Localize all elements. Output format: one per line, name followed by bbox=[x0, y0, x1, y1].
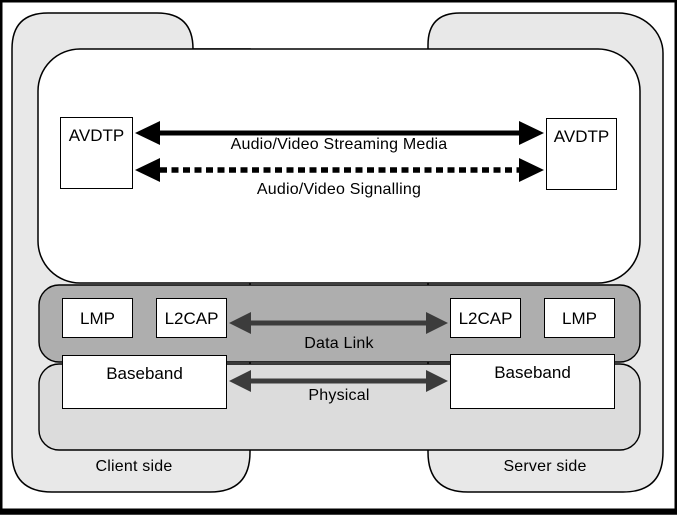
lmp-box-client: LMP bbox=[62, 298, 133, 338]
avdtp-box-server: AVDTP bbox=[546, 118, 617, 190]
baseband-box-client: Baseband bbox=[62, 355, 227, 409]
avdtp-box-client: AVDTP bbox=[60, 117, 133, 189]
client-side-label: Client side bbox=[95, 458, 173, 475]
l2cap-server-label: L2CAP bbox=[458, 308, 513, 328]
l2cap-client-label: L2CAP bbox=[164, 308, 219, 328]
data-link-arrow bbox=[229, 312, 448, 334]
server-side-label: Server side bbox=[503, 458, 587, 475]
physical-arrow-head-left bbox=[229, 370, 251, 392]
l2cap-box-server: L2CAP bbox=[450, 298, 521, 338]
physical-arrow bbox=[229, 370, 448, 392]
data-link-label: Data Link bbox=[304, 335, 374, 352]
lmp-client-label: LMP bbox=[80, 308, 115, 328]
l2cap-box-client: L2CAP bbox=[156, 298, 227, 338]
baseband-server-label: Baseband bbox=[494, 363, 571, 382]
signalling-link-label: Audio/Video Signalling bbox=[256, 181, 422, 198]
physical-arrow-head-right bbox=[426, 370, 448, 392]
avdtp-client-label: AVDTP bbox=[68, 126, 125, 145]
lmp-server-label: LMP bbox=[562, 308, 597, 328]
streaming-arrow-head-left bbox=[135, 121, 160, 145]
streaming-arrow-head-right bbox=[519, 121, 544, 145]
avdtp-server-label: AVDTP bbox=[553, 127, 610, 146]
data-link-arrow-head-left bbox=[229, 312, 251, 334]
signalling-arrow bbox=[135, 158, 544, 182]
streaming-link-label: Audio/Video Streaming Media bbox=[230, 136, 448, 153]
streaming-arrow bbox=[135, 121, 544, 145]
data-link-arrow-head-right bbox=[426, 312, 448, 334]
lmp-box-server: LMP bbox=[544, 298, 615, 338]
baseband-client-label: Baseband bbox=[106, 364, 183, 383]
signalling-arrow-head-left bbox=[135, 158, 160, 182]
upper-panel bbox=[37, 48, 641, 284]
signalling-arrow-head-right bbox=[519, 158, 544, 182]
physical-label: Physical bbox=[308, 387, 370, 404]
baseband-box-server: Baseband bbox=[450, 354, 615, 409]
